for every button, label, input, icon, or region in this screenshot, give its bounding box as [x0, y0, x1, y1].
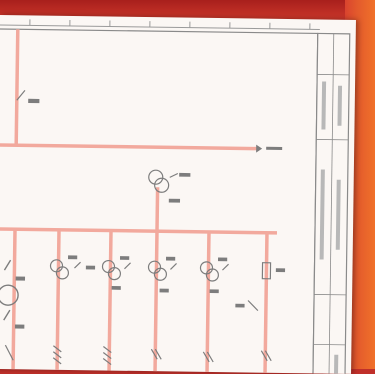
fuse-symbol [236, 262, 285, 311]
cable-terminations [5, 345, 271, 367]
bus-terminal-arrow [256, 145, 282, 153]
feeder-ct-4 [200, 258, 228, 293]
schematic-diagram [0, 15, 356, 374]
bus-lines [0, 29, 280, 373]
coupling-symbol [148, 170, 189, 202]
feeder-ct-3 [148, 257, 176, 292]
ruler-ticks [0, 19, 320, 29]
isolator-symbol [17, 90, 39, 102]
drawing-sheet [0, 15, 356, 374]
feeder-ct-2 [102, 256, 130, 289]
title-block [313, 33, 350, 373]
